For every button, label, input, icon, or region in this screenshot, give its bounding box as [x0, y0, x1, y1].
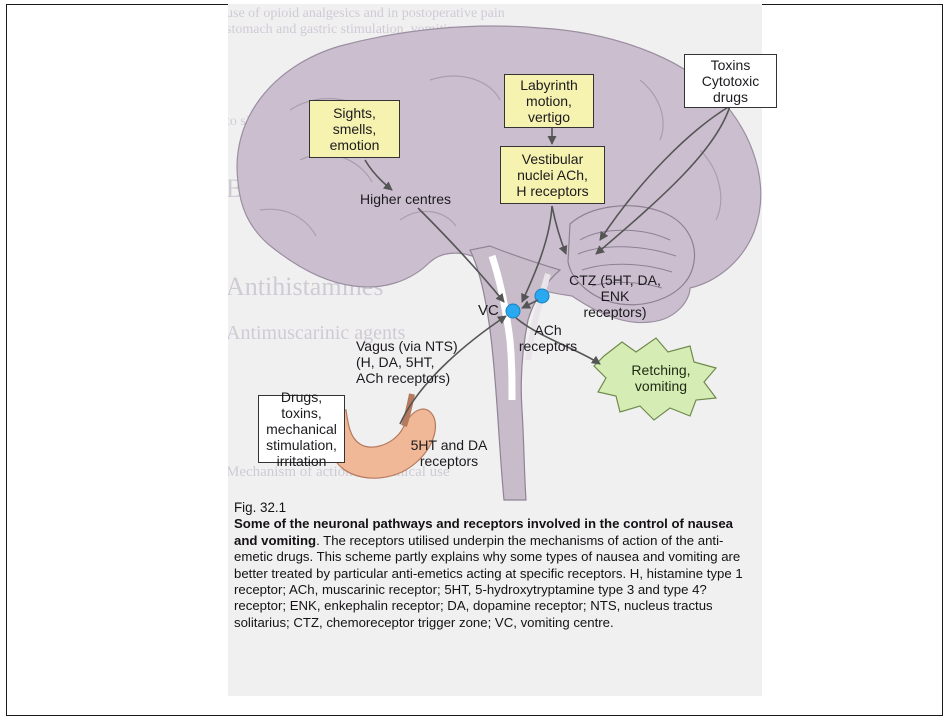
box-vestibular-nuclei: Vestibular nuclei ACh, H receptors: [500, 146, 605, 204]
label-higher-centres: Higher centres: [360, 191, 451, 207]
label-5ht-da-receptors: 5HT and DA receptors: [404, 437, 494, 469]
label-ctz: CTZ (5HT, DA, ENK receptors): [550, 272, 680, 320]
figure-caption: Fig. 32.1 Some of the neuronal pathways …: [234, 500, 754, 631]
label-vc: VC: [478, 303, 499, 319]
box-toxins-cytotoxic: Toxins Cytotoxic drugs: [684, 54, 777, 108]
box-sights-smells-emotion: Sights, smells, emotion: [309, 100, 400, 158]
label-vagus: Vagus (via NTS) (H, DA, 5HT, ACh recepto…: [356, 338, 486, 386]
box-drugs-toxins-stimulation: Drugs, toxins, mechanical stimulation, i…: [258, 395, 345, 463]
label-ach-receptors: ACh receptors: [508, 322, 588, 354]
vc-nucleus: [506, 304, 520, 318]
figure-number: Fig. 32.1: [234, 500, 754, 516]
label-retching-vomiting: Retching, vomiting: [618, 362, 704, 394]
box-labyrinth: Labyrinth motion, vertigo: [504, 74, 594, 128]
